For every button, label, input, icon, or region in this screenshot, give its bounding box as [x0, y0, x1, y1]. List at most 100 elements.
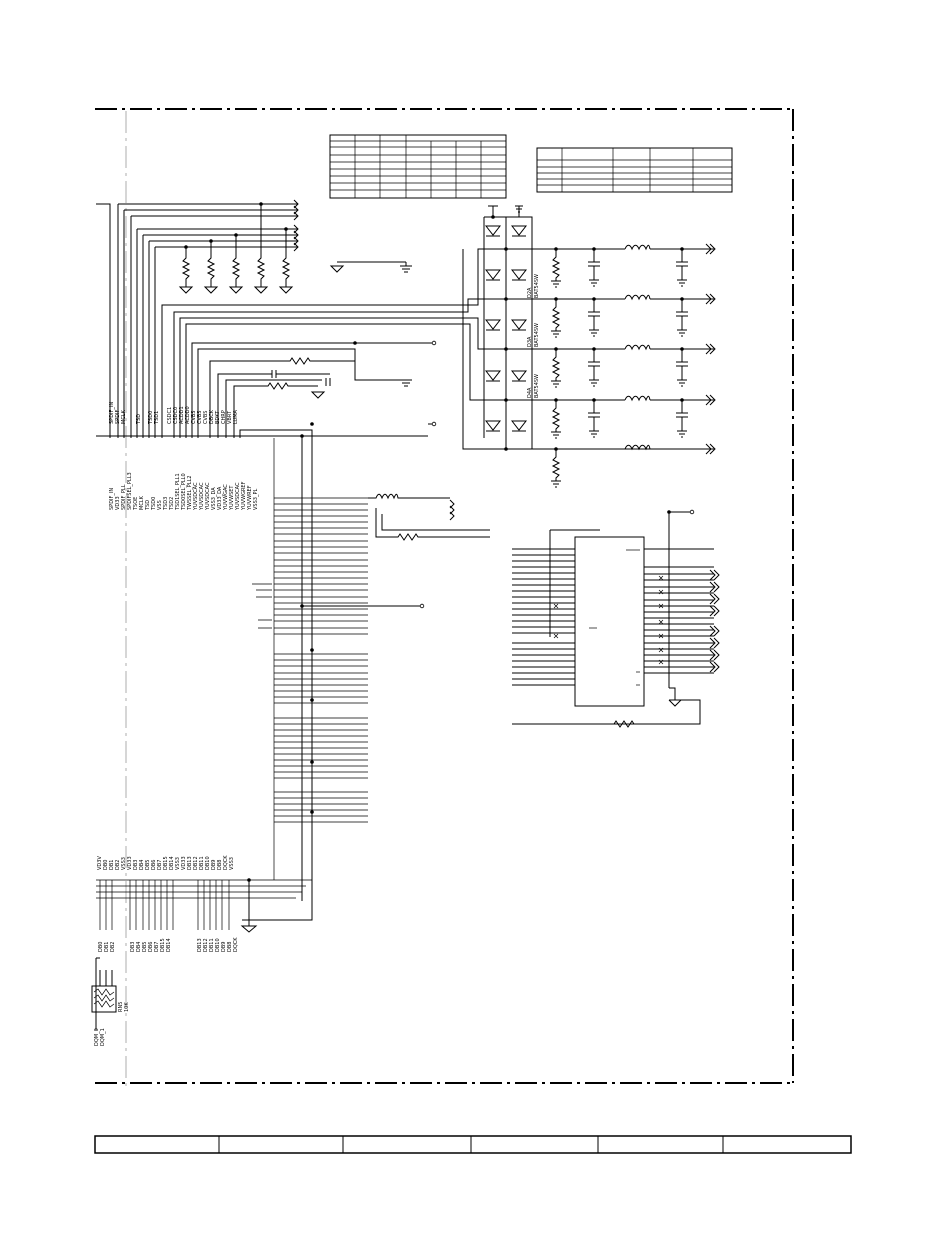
pin-label: MCLK: [139, 495, 145, 510]
diode-part-label: BAT54SW: [534, 374, 540, 398]
pin-label: TSOE: [133, 497, 139, 511]
pin-label: DB6: [151, 860, 157, 870]
pin-label: TSD: [145, 500, 151, 511]
net-label: CSDC0: [173, 407, 179, 424]
net-label: DB15: [160, 938, 166, 952]
upper-signal-bus: [96, 199, 412, 438]
net-label: SPDIF_IN: [109, 402, 115, 424]
pin-label: SPDIF_IN: [109, 488, 115, 510]
pin-label: YUVWSET: [229, 485, 235, 511]
net-label: DB9: [221, 942, 227, 952]
net-label: MCLK: [121, 409, 127, 424]
pin-label: SPDIF_PLL: [121, 484, 127, 510]
net-label: TSD1: [154, 411, 160, 425]
net-label: DBCK: [209, 409, 215, 424]
pin-label: TSD2: [169, 497, 175, 511]
net-label: ACDD1: [179, 406, 185, 424]
pin-label: SPDIFSEL_PLL3: [127, 472, 133, 510]
pin-label: DB3: [133, 860, 139, 870]
net-label: CHRP: [221, 410, 227, 424]
net-label: LUMA: [233, 409, 239, 424]
rn-ref-label: RN5: [118, 1002, 124, 1012]
pin-label: YUVSDCAC: [193, 482, 199, 511]
net-label: DB2: [110, 942, 116, 952]
net-label: CVBS: [197, 411, 203, 424]
net-label: DB8: [227, 942, 233, 952]
diode-ref-label: D2A: [527, 287, 533, 298]
sheet-frame: [95, 108, 794, 1090]
pin-label: DB2: [115, 860, 121, 870]
diode-ref-label: D4A: [527, 387, 533, 398]
pin-labels-bottom: VD3V DB0 DB1 DB2 VSS3 VD33 DB3 DB4 DB5 D…: [97, 855, 235, 870]
net-label: DB7: [154, 942, 160, 952]
pin-label: TSD1SEL_PLL1: [175, 473, 181, 511]
diode-filter-block: [483, 205, 716, 488]
pin-label: DB1: [109, 860, 115, 870]
net-label: DB0: [98, 942, 104, 952]
net-label: TSD: [136, 414, 142, 425]
open-terminals: [419, 340, 695, 609]
net-label: CVBS: [191, 411, 197, 424]
pin-label: VD3V: [97, 856, 103, 870]
pin-label: VSS3: [121, 857, 127, 870]
pin-label: VSS3: [175, 857, 181, 870]
diode-part-label: BAT54SW: [534, 274, 540, 298]
pin-label: TSD0SEL_PLL0: [181, 473, 187, 511]
pin-label: YUVWGAC: [223, 484, 229, 511]
pin-label: TSD3: [163, 497, 169, 511]
pin-label: DB5: [145, 860, 151, 870]
pin-labels-top: SPDIF_IN VD33 SPDIF_PLL SPDIFSEL_PLL3 TS…: [109, 472, 259, 511]
net-label: CVBS: [203, 411, 209, 424]
net-label: DB6: [148, 942, 154, 952]
pin-label: DB12: [193, 856, 199, 870]
net-label: ACDD0: [185, 406, 191, 424]
pin-label: VD33: [127, 856, 133, 870]
net-label: BDKT: [215, 410, 221, 424]
pin-label: YUVSDCAC: [235, 482, 241, 511]
net-label: SPDIF: [115, 409, 121, 424]
pin-label: VD33: [115, 496, 121, 510]
pin-label: DB15: [163, 856, 169, 870]
pin-label: VD33: [181, 856, 187, 870]
pin-label: DB10: [205, 856, 211, 870]
net-label: DB12: [203, 938, 209, 952]
pin-label: VSS3: [229, 857, 235, 870]
pin-label: DB4: [139, 860, 145, 870]
pin-label: DQCK: [223, 855, 229, 870]
pin-label: DB13: [187, 856, 193, 870]
pin-label: DB11: [199, 856, 205, 870]
dqm-label: DQM_1: [100, 1028, 106, 1046]
net-labels-top: SPDIF_IN SPDIF MCLK TSD TSD0 TSD1 CSDC1 …: [109, 402, 239, 425]
config-table-left: [329, 134, 507, 199]
junction-dots: [184, 202, 684, 882]
pin-label: TWSSEL_PLL2: [187, 475, 193, 511]
pin-label: YUVWREF: [247, 485, 253, 511]
net-label: DB5: [142, 942, 148, 952]
ic-chip: [512, 511, 720, 728]
pin-label: VSS3_DA: [211, 487, 217, 510]
net-labels-bottom: DB0 DB1 DB2 DB3 DB4 DB5 DB6 DB7 DB15 DB1…: [98, 937, 239, 952]
pin-label: DB14: [169, 856, 175, 870]
net-label: CSDC1: [167, 407, 173, 424]
resistor-network-rn5: [91, 957, 117, 1030]
pin-label: YUVSDCAC: [205, 482, 211, 511]
pin-label: TSD0: [151, 497, 157, 511]
net-label: DQCK: [233, 937, 239, 952]
pin-label: YUVWGREF: [241, 481, 247, 511]
pin-label: VSS: [157, 500, 163, 510]
bottom-data-lines: [96, 879, 312, 930]
title-block: [94, 1135, 852, 1154]
diode-part-labels: D2A BAT54SW D3A BAT54SW D4A BAT54SW: [527, 274, 540, 398]
main-data-bus: [252, 438, 490, 880]
pin-label: DB9: [211, 860, 217, 870]
net-label: DB3: [130, 942, 136, 952]
net-label: DB11: [209, 938, 215, 952]
video-output-bus: [96, 248, 714, 933]
net-label: DB1: [104, 942, 110, 952]
net-label: VBRT: [227, 410, 233, 424]
pin-label: DB8: [217, 860, 223, 870]
pin-label: YUVSDCAC: [199, 482, 205, 511]
pin-label: DB7: [157, 860, 163, 870]
net-label: DB10: [215, 938, 221, 952]
